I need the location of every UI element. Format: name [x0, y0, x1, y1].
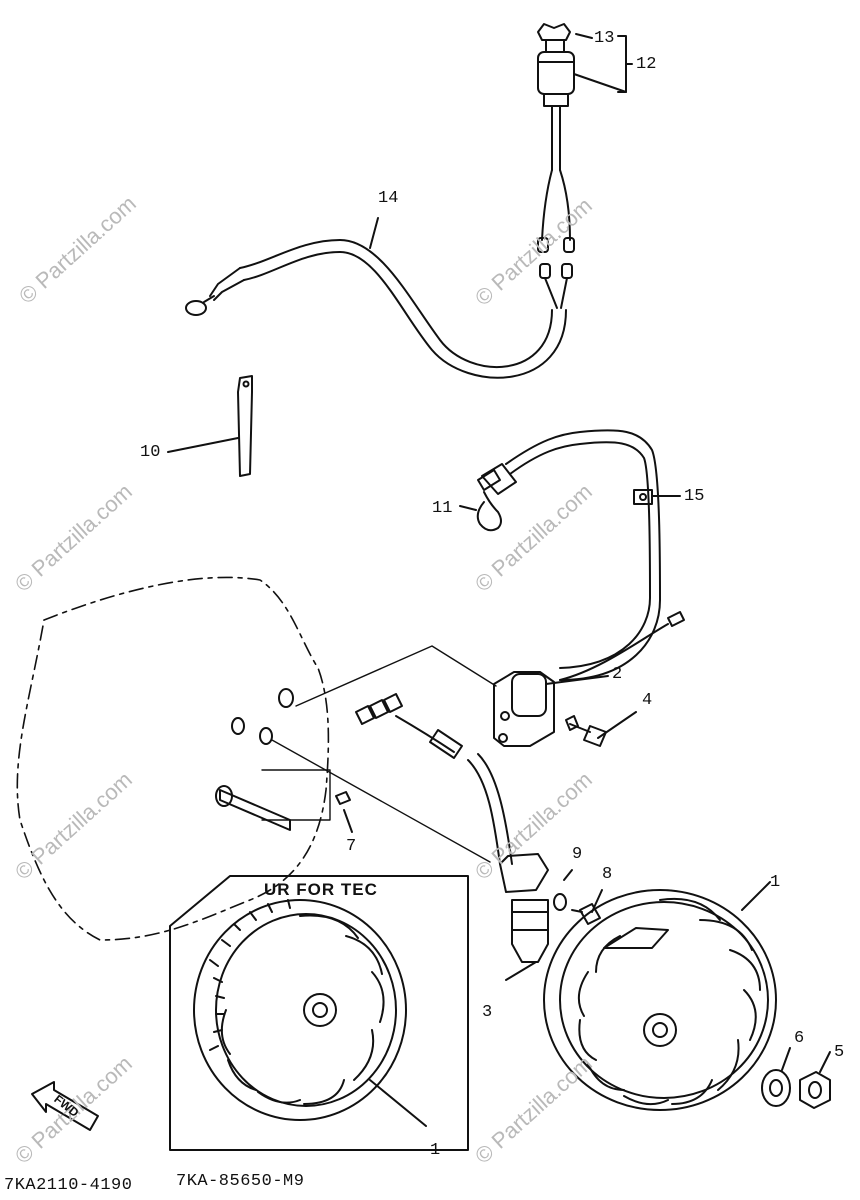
nut-and-washer: [761, 1047, 831, 1109]
inset-title: UR FOR TEC: [264, 880, 378, 899]
callout-11: 11: [432, 499, 453, 518]
callout-9: 9: [572, 845, 583, 864]
plug-cap-and-lead: [459, 429, 685, 681]
callout-1: 1: [770, 873, 781, 892]
callout-13: 13: [594, 29, 615, 48]
callout-15: 15: [684, 487, 705, 506]
engine-stop-switch: [537, 23, 633, 253]
bolt-4: [565, 711, 637, 747]
callout-8: 8: [602, 865, 613, 884]
callout-10: 10: [140, 443, 161, 462]
inset-box: [169, 875, 469, 1151]
fwd-arrow-icon: [31, 1081, 99, 1131]
callout-2: 2: [612, 665, 623, 684]
flywheel-main: [543, 881, 777, 1111]
callout-7: 7: [346, 837, 357, 856]
wire-harness: [185, 217, 573, 379]
inset-part-number: 7KA-85650-M9: [176, 1172, 305, 1191]
diagram-code: 7KA2110-4190: [4, 1176, 133, 1195]
crankcase-outline: [16, 576, 330, 941]
callout-5: 5: [834, 1043, 845, 1062]
crankshaft-key: [215, 645, 497, 863]
callout-1-inset: 1: [430, 1141, 441, 1160]
callout-3: 3: [482, 1003, 493, 1022]
callout-14: 14: [378, 189, 399, 208]
callout-6: 6: [794, 1029, 805, 1048]
plate-strip: [167, 375, 253, 477]
callout-4: 4: [642, 691, 653, 710]
pulser-coil: [355, 693, 549, 981]
ignition-coil: [493, 671, 609, 747]
screw-and-washer: [553, 869, 603, 925]
callout-12: 12: [636, 55, 657, 74]
